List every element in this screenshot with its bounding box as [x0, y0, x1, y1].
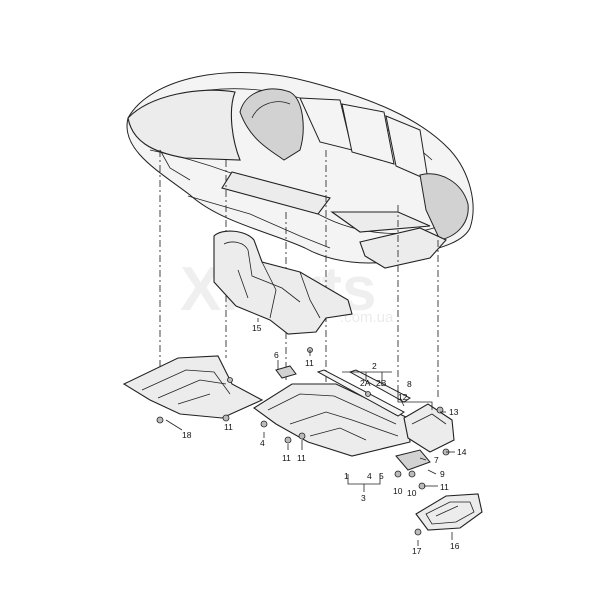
part-3-main-panel: [253, 383, 411, 457]
callout-6: 6: [274, 350, 279, 360]
callout-12: 12: [398, 392, 408, 402]
callout-11-e: 11: [440, 482, 449, 492]
part-15-heat-shield: [213, 230, 353, 335]
callout-4-a: 4: [260, 438, 265, 448]
callout-11-c: 11: [297, 453, 306, 463]
callout-14: 14: [457, 447, 467, 457]
callout-2b: 2B: [376, 378, 387, 388]
callout-2: 2: [372, 361, 377, 371]
callout-7: 7: [434, 455, 439, 465]
callout-10-b: 10: [407, 488, 417, 498]
part-18-rear-panel: [122, 355, 264, 419]
callout-9: 9: [440, 469, 445, 479]
callout-3: 3: [361, 493, 366, 503]
callout-10-a: 10: [393, 486, 403, 496]
callout-11-a: 11: [305, 358, 314, 368]
callout-13: 13: [449, 407, 459, 417]
callout-16: 16: [450, 541, 460, 551]
callout-15: 15: [252, 323, 262, 333]
callout-5: 5: [379, 471, 384, 481]
callout-8: 8: [407, 379, 412, 389]
callout-18: 18: [182, 430, 192, 440]
callout-2a: 2A: [360, 378, 371, 388]
part-2-strips: [316, 369, 411, 417]
callout-17: 17: [412, 546, 422, 556]
watermark-domain: .com.ua: [340, 309, 394, 326]
fasteners: [156, 347, 450, 536]
leader-lines: [165, 318, 455, 546]
part-6-plate: [275, 365, 297, 379]
alignment-lines: [159, 150, 439, 400]
callout-11-d: 11: [224, 422, 233, 432]
vehicle-underbody: [126, 72, 474, 269]
callout-1: 1: [344, 471, 349, 481]
part-16-front-cover: [415, 493, 483, 531]
callout-labels: 15 18 6 11 2 2A 2B 8 12 13 14 7 9 11 4 1…: [182, 323, 467, 556]
callout-11-b: 11: [282, 453, 291, 463]
part-12-bracket: [395, 403, 455, 471]
callout-4-b: 4: [367, 471, 372, 481]
